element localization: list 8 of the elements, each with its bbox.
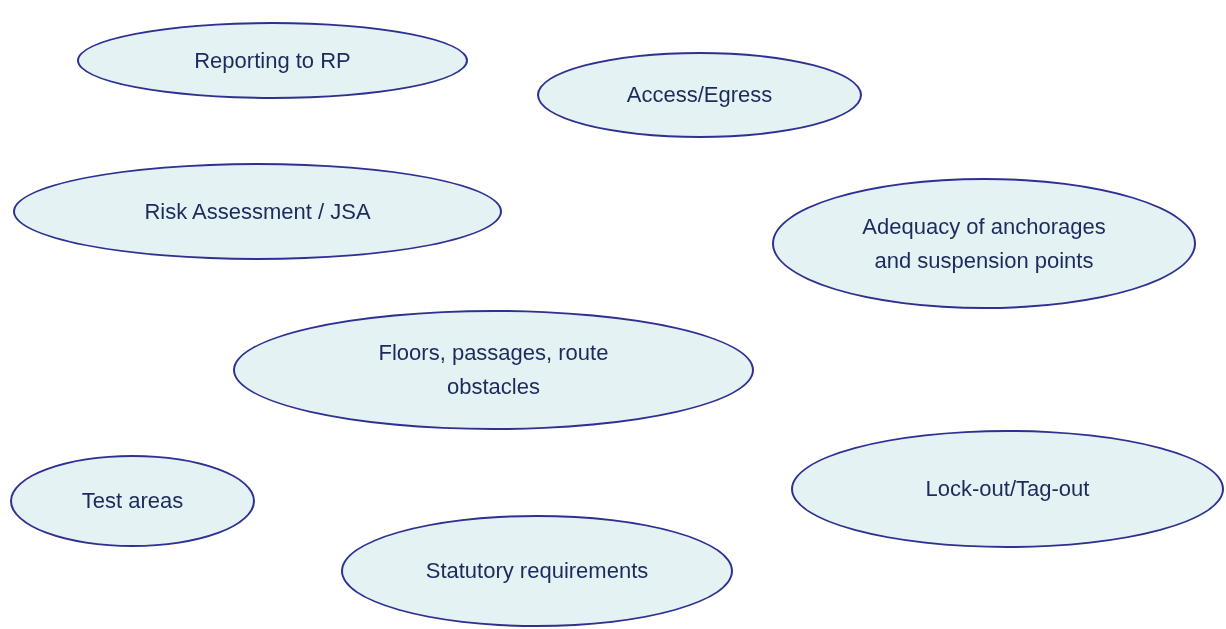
topic-label: Lock-out/Tag-out [925, 475, 1090, 503]
topic-label: Floors, passages, route obstacles [377, 339, 610, 401]
topic-label: Adequacy of anchorages and suspension points [861, 212, 1107, 275]
topic-label: Reporting to RP [194, 46, 351, 75]
topic-label: Test areas [81, 487, 184, 515]
topic-label: Access/Egress [626, 81, 773, 109]
topic-label: Risk Assessment / JSA [144, 197, 371, 226]
topic-label: Statutory requirements [425, 557, 649, 585]
